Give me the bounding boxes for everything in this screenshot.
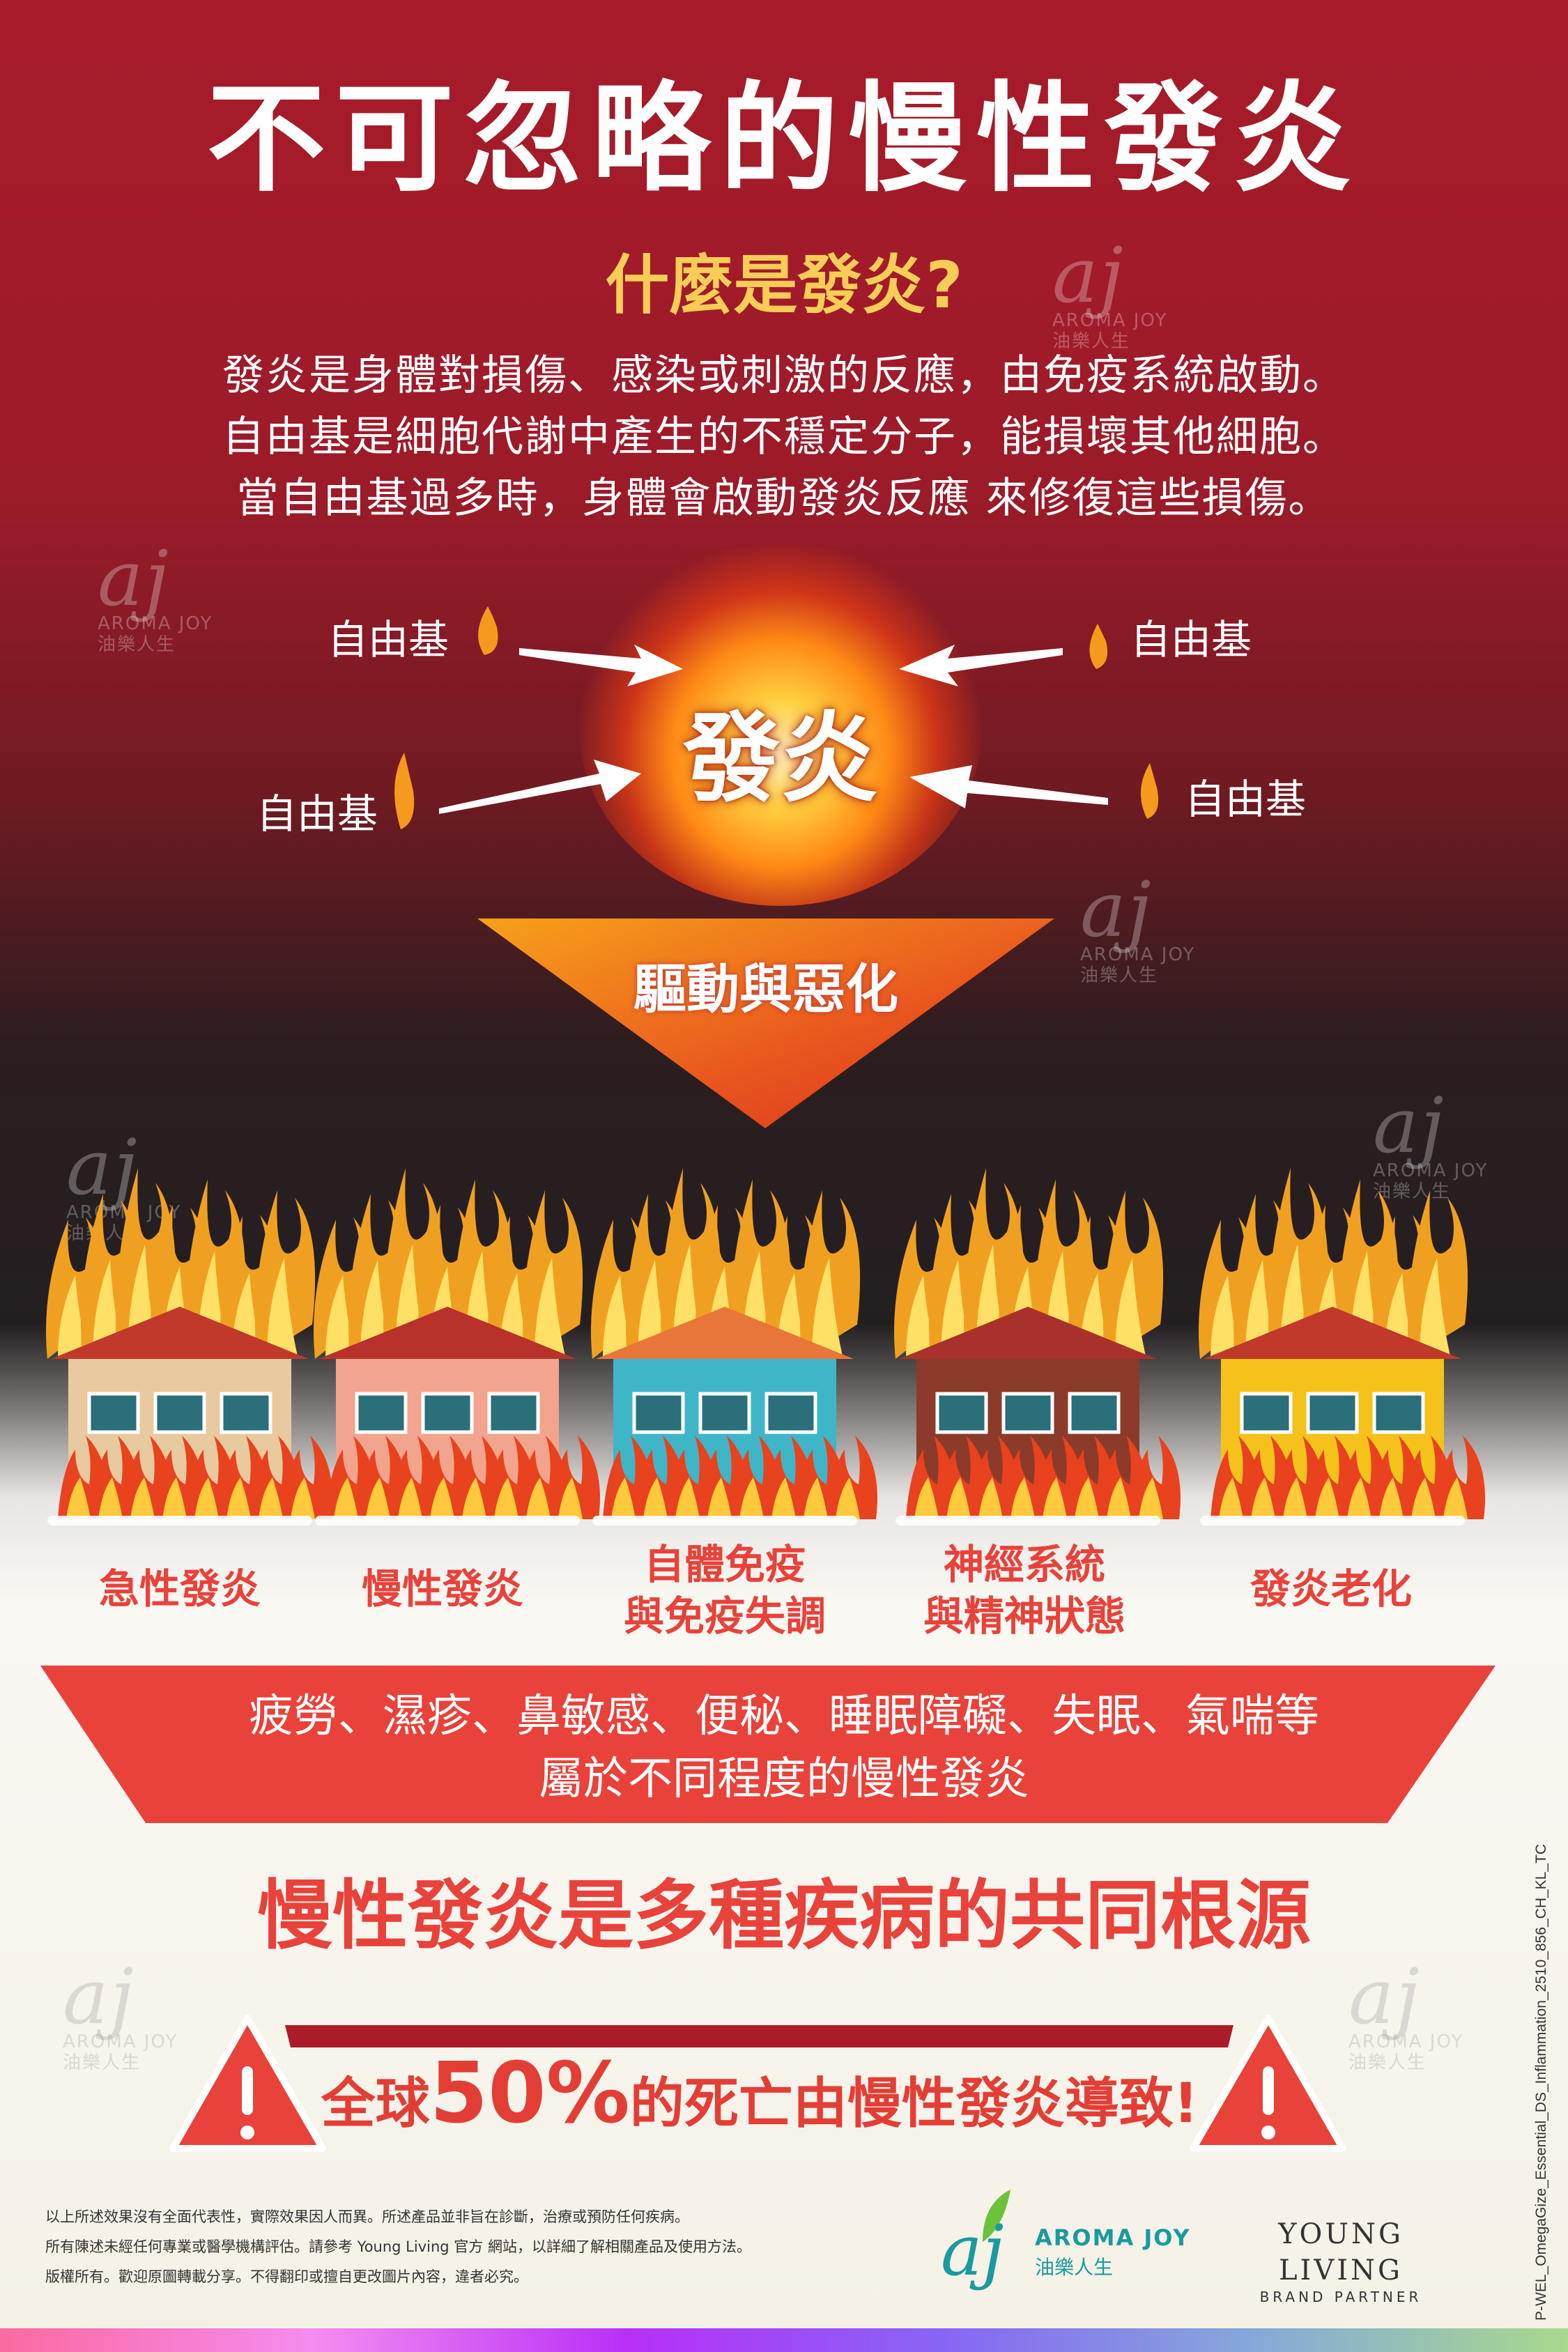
intro-line: 自由基是細胞代謝中產生的不穩定分子，能損壞其他細胞。 <box>222 413 1346 461</box>
condition-label: 慢性發炎 <box>361 1565 523 1613</box>
warning-icon <box>169 2015 326 2152</box>
aroma-joy-logo: aj AROMA JOY 油樂人生 <box>941 2188 1190 2300</box>
burning-house <box>591 1168 877 1525</box>
subtitle: 什麼是發炎? <box>605 248 963 323</box>
burning-house <box>1199 1168 1485 1525</box>
free-radical-label: 自由基 <box>1185 776 1307 823</box>
disclaimer-line: 以上所述效果沒有全面代表性，實際效果因人而異。所述產品並非旨在診斷，治療或預防任… <box>45 2208 689 2225</box>
intro-line: 當自由基過多時，身體會啟動發炎反應 來修復這些損傷。 <box>236 474 1332 523</box>
free-radical-label: 自由基 <box>256 790 378 838</box>
disclaimer-line: 所有陳述未經任何專業或醫學機構評估。請參考 Young Living 官方 網站… <box>45 2238 751 2255</box>
flame-icon <box>394 606 1159 829</box>
symptom-list: 疲勞、濕疹、鼻敏感、便秘、睡眠障礙、失眠、氣喘等 <box>249 1691 1319 1742</box>
condition-label: 自體免疫與免疫失調 <box>623 1541 826 1640</box>
leaf-icon <box>983 2190 1010 2242</box>
inflammation-label: 發炎 <box>682 702 878 816</box>
condition-label: 神經系統與精神狀態 <box>923 1541 1125 1640</box>
down-triangle <box>477 918 1054 1128</box>
fire-graphic <box>578 544 983 906</box>
disclaimer-line: 版權所有。歡迎原圖轉載分享。不得翻印或擅自更改圖片內容，違者必究。 <box>45 2268 528 2285</box>
burning-house <box>894 1168 1181 1525</box>
condition-label: 急性發炎 <box>98 1565 261 1613</box>
mortality-statement: 全球50%的死亡由慢性發炎導致! <box>321 2045 1199 2142</box>
rainbow-bar <box>0 2328 1568 2352</box>
free-radical-label: 自由基 <box>328 616 449 663</box>
symptom-summary: 屬於不同程度的慢性發炎 <box>539 1753 1029 1805</box>
burning-house <box>46 1168 332 1525</box>
drive-label: 驅動與惡化 <box>633 958 898 1020</box>
free-radical-label: 自由基 <box>1130 616 1252 663</box>
document-code: P-WEL_OmegaGize_Essential_DS_Inflammatio… <box>1533 1843 1549 2321</box>
root-cause-heading: 慢性發炎是多種疾病的共同根源 <box>256 1873 1311 1960</box>
burning-houses <box>46 1168 1485 1525</box>
page-title: 不可忽略的慢性發炎 <box>206 70 1361 208</box>
warning-icon <box>1190 2015 1346 2152</box>
arrow-icon <box>439 645 1108 814</box>
intro-line: 發炎是身體對損傷、感染或刺激的反應，由免疫系統啟動。 <box>222 351 1346 400</box>
symptom-band <box>40 1666 1496 1823</box>
diagram-arrows <box>394 606 1159 1128</box>
warning-banner <box>169 2015 1346 2152</box>
burning-house <box>314 1168 600 1525</box>
young-living-logo: YOUNG LIVING BRAND PARTNER <box>1259 2218 1422 2305</box>
condition-label: 發炎老化 <box>1250 1565 1412 1613</box>
